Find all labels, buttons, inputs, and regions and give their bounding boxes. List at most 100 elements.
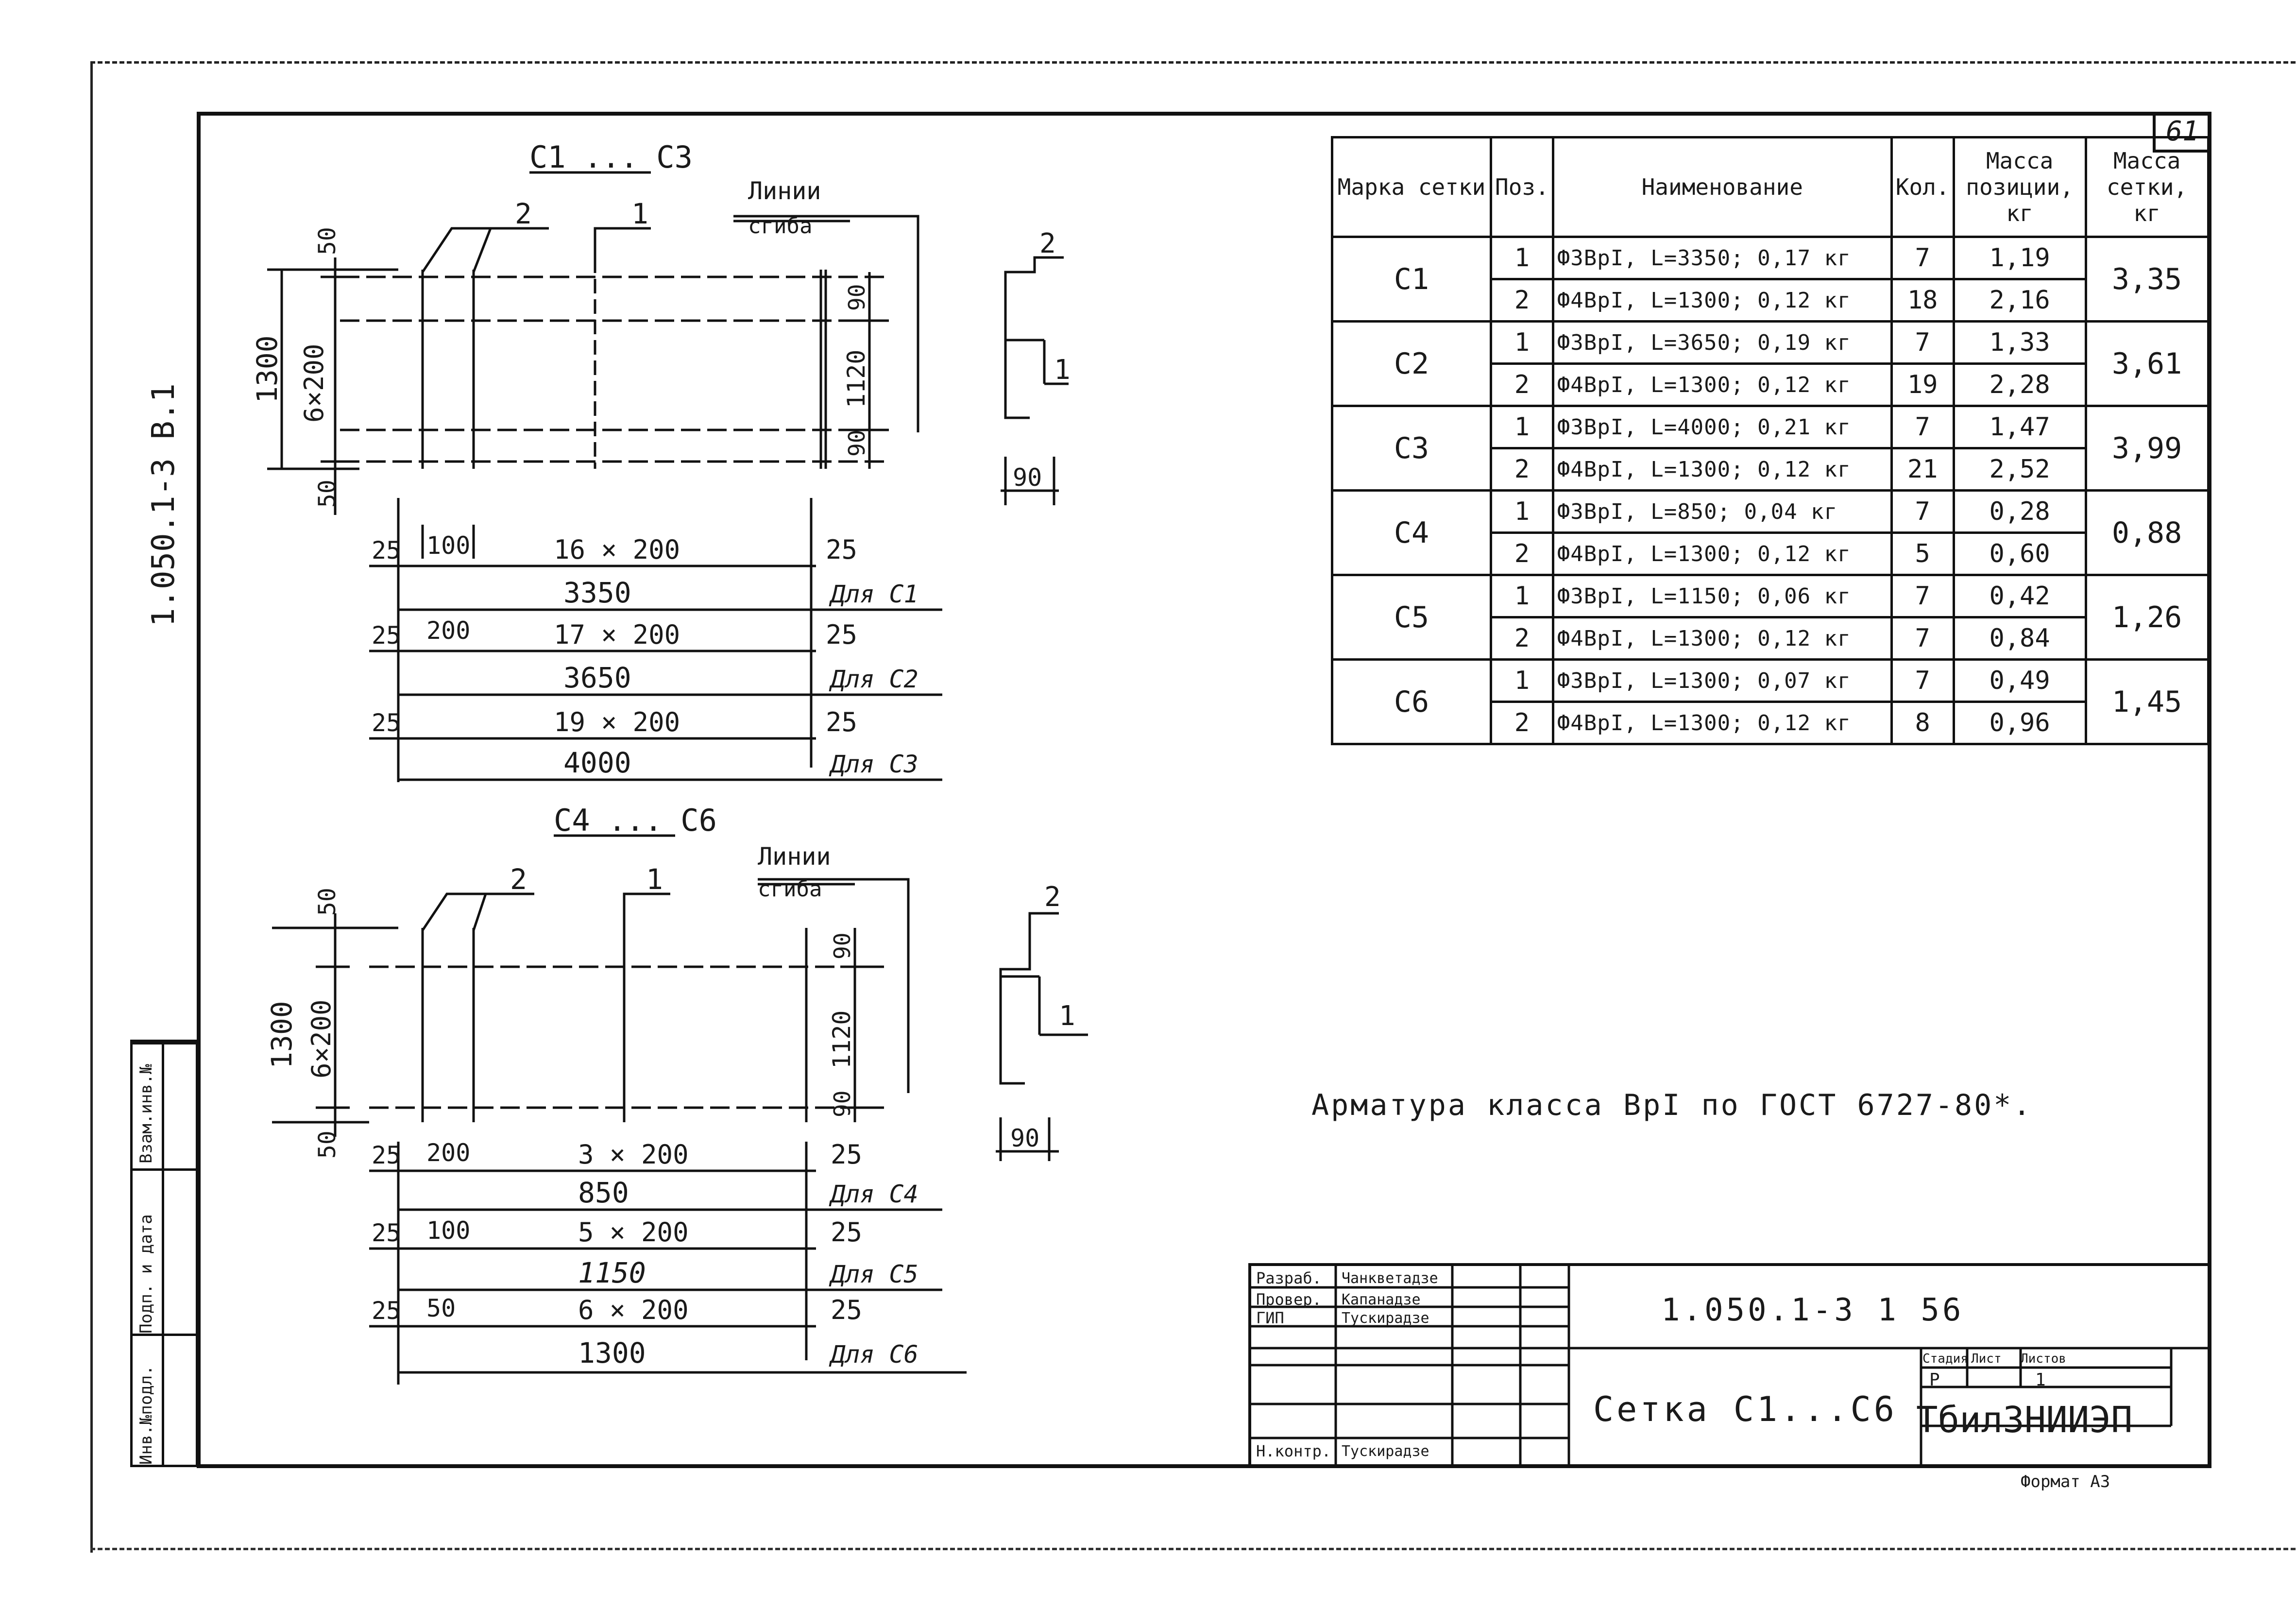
document-code: 1.050.1-3 1 56 [1661, 1292, 1964, 1328]
dim-label: 3 × 200 [578, 1139, 689, 1170]
document-title: Сетка C1...C6 [1593, 1389, 1897, 1429]
col-header: Поз. [1490, 136, 1554, 238]
mesh-mass-cell: 3,61 [2084, 320, 2210, 407]
dim-label: 200 [426, 616, 470, 645]
dim-label: 50 [314, 479, 341, 508]
name-cell: Ф3ВрI, L=3350; 0,17 кг [1551, 236, 1893, 280]
dim-label: 50 [314, 888, 341, 916]
mass-cell: 0,42 [1952, 574, 2087, 618]
qty-cell: 8 [1890, 701, 1955, 745]
qty-cell: 18 [1890, 278, 1955, 323]
name-cell: Ф4ВрI, L=1300; 0,12 кг [1551, 362, 1893, 407]
dim-label: 1120 [842, 350, 870, 408]
tb-name: Чанкветадзе [1342, 1270, 1438, 1287]
for-label: Для C4 [829, 1180, 918, 1208]
dim-label: 1300 [578, 1336, 646, 1369]
stage-value: Р [1929, 1370, 1940, 1390]
tb-role: Провер. [1256, 1290, 1322, 1309]
pos-cell: 2 [1490, 701, 1554, 745]
pos-cell: 2 [1490, 278, 1554, 323]
pos-cell: 1 [1490, 574, 1554, 618]
pos-label: 2 [1044, 881, 1061, 913]
bend-label: Линии [758, 842, 831, 871]
dim-label: 6×200 [306, 999, 337, 1078]
bend-label: сгиба [758, 877, 822, 902]
outer-frame [90, 61, 2296, 1553]
dim-label: 25 [372, 1297, 401, 1325]
qty-cell: 7 [1890, 320, 1955, 365]
for-label: Для C2 [829, 665, 918, 693]
sheets-value: 1 [2035, 1370, 2046, 1390]
dim-label: 850 [578, 1176, 629, 1209]
name-cell: Ф3ВрI, L=4000; 0,21 кг [1551, 405, 1893, 449]
col-header: Масса позиции, кг [1952, 136, 2087, 238]
tb-name: Тускирадзе [1342, 1310, 1429, 1327]
dim-label: 50 [426, 1294, 456, 1322]
name-cell: Ф4ВрI, L=1300; 0,12 кг [1551, 531, 1893, 576]
sheets-label: Листов [2021, 1352, 2066, 1366]
dim-label: 17 × 200 [554, 619, 680, 650]
mesh-mass-cell: 3,99 [2084, 405, 2210, 492]
name-cell: Ф3ВрI, L=1150; 0,06 кг [1551, 574, 1893, 618]
dim-label: 1300 [265, 1001, 298, 1069]
dim-label: 100 [426, 1216, 470, 1245]
qty-cell: 7 [1890, 574, 1955, 618]
pos-label: 1 [631, 197, 648, 230]
stamp-divider [133, 1042, 196, 1044]
pos-label: 2 [510, 863, 527, 896]
dim-label: 25 [372, 1219, 401, 1247]
dim-label: 25 [372, 709, 401, 737]
name-cell: Ф3ВрI, L=3650; 0,19 кг [1551, 320, 1893, 365]
pos-cell: 1 [1490, 405, 1554, 449]
pos-label: 1 [646, 863, 663, 896]
dim-label: 90 [844, 430, 870, 457]
drawing-title-top: C1 ... C3 [529, 139, 693, 175]
sheet-label: Лист [1971, 1352, 2002, 1366]
pos-cell: 1 [1490, 489, 1554, 534]
name-cell: Ф3ВрI, L=850; 0,04 кг [1551, 489, 1893, 534]
pos-cell: 1 [1490, 236, 1554, 280]
mass-cell: 2,28 [1952, 362, 2087, 407]
pos-label: 2 [515, 197, 532, 230]
dim-label: 25 [372, 621, 401, 650]
dim-label: 25 [831, 1139, 862, 1170]
mesh-mass-cell: 0,88 [2084, 489, 2210, 576]
drawing-title-bottom: C4 ... C6 [554, 803, 717, 838]
dim-label: 25 [826, 534, 857, 565]
dim-label: 6 × 200 [578, 1295, 689, 1325]
specification-table: Марка сетки Поз. Наименование Кол. Масса… [1331, 136, 2210, 745]
tb-role: ГИП [1256, 1309, 1284, 1327]
mass-cell: 0,28 [1952, 489, 2087, 534]
dim-label: 25 [831, 1217, 862, 1248]
mass-cell: 1,19 [1952, 236, 2087, 280]
bottom-trim-line [90, 1548, 2296, 1550]
dim-label: 6×200 [299, 343, 329, 423]
dim-label: 1150 [578, 1256, 646, 1289]
mass-cell: 0,96 [1952, 701, 2087, 745]
mesh-mark-cell: C1 [1331, 236, 1492, 323]
mass-cell: 0,49 [1952, 658, 2087, 703]
pos-label: 1 [1059, 1000, 1075, 1032]
dim-label: 1300 [251, 335, 284, 403]
name-cell: Ф4ВрI, L=1300; 0,12 кг [1551, 701, 1893, 745]
tb-name: Тускирадзе [1342, 1443, 1429, 1460]
mesh-mark-cell: C6 [1331, 658, 1492, 745]
dim-label: 90 [829, 933, 855, 959]
for-label: Для C3 [829, 750, 918, 778]
dim-label: 25 [372, 536, 401, 565]
stamp-column-line [162, 1042, 164, 1465]
pos-cell: 1 [1490, 320, 1554, 365]
title-block-grid [1248, 1263, 2208, 1465]
name-cell: Ф4ВрI, L=1300; 0,12 кг [1551, 447, 1893, 492]
dim-label: 3350 [563, 576, 631, 609]
qty-cell: 7 [1890, 489, 1955, 534]
